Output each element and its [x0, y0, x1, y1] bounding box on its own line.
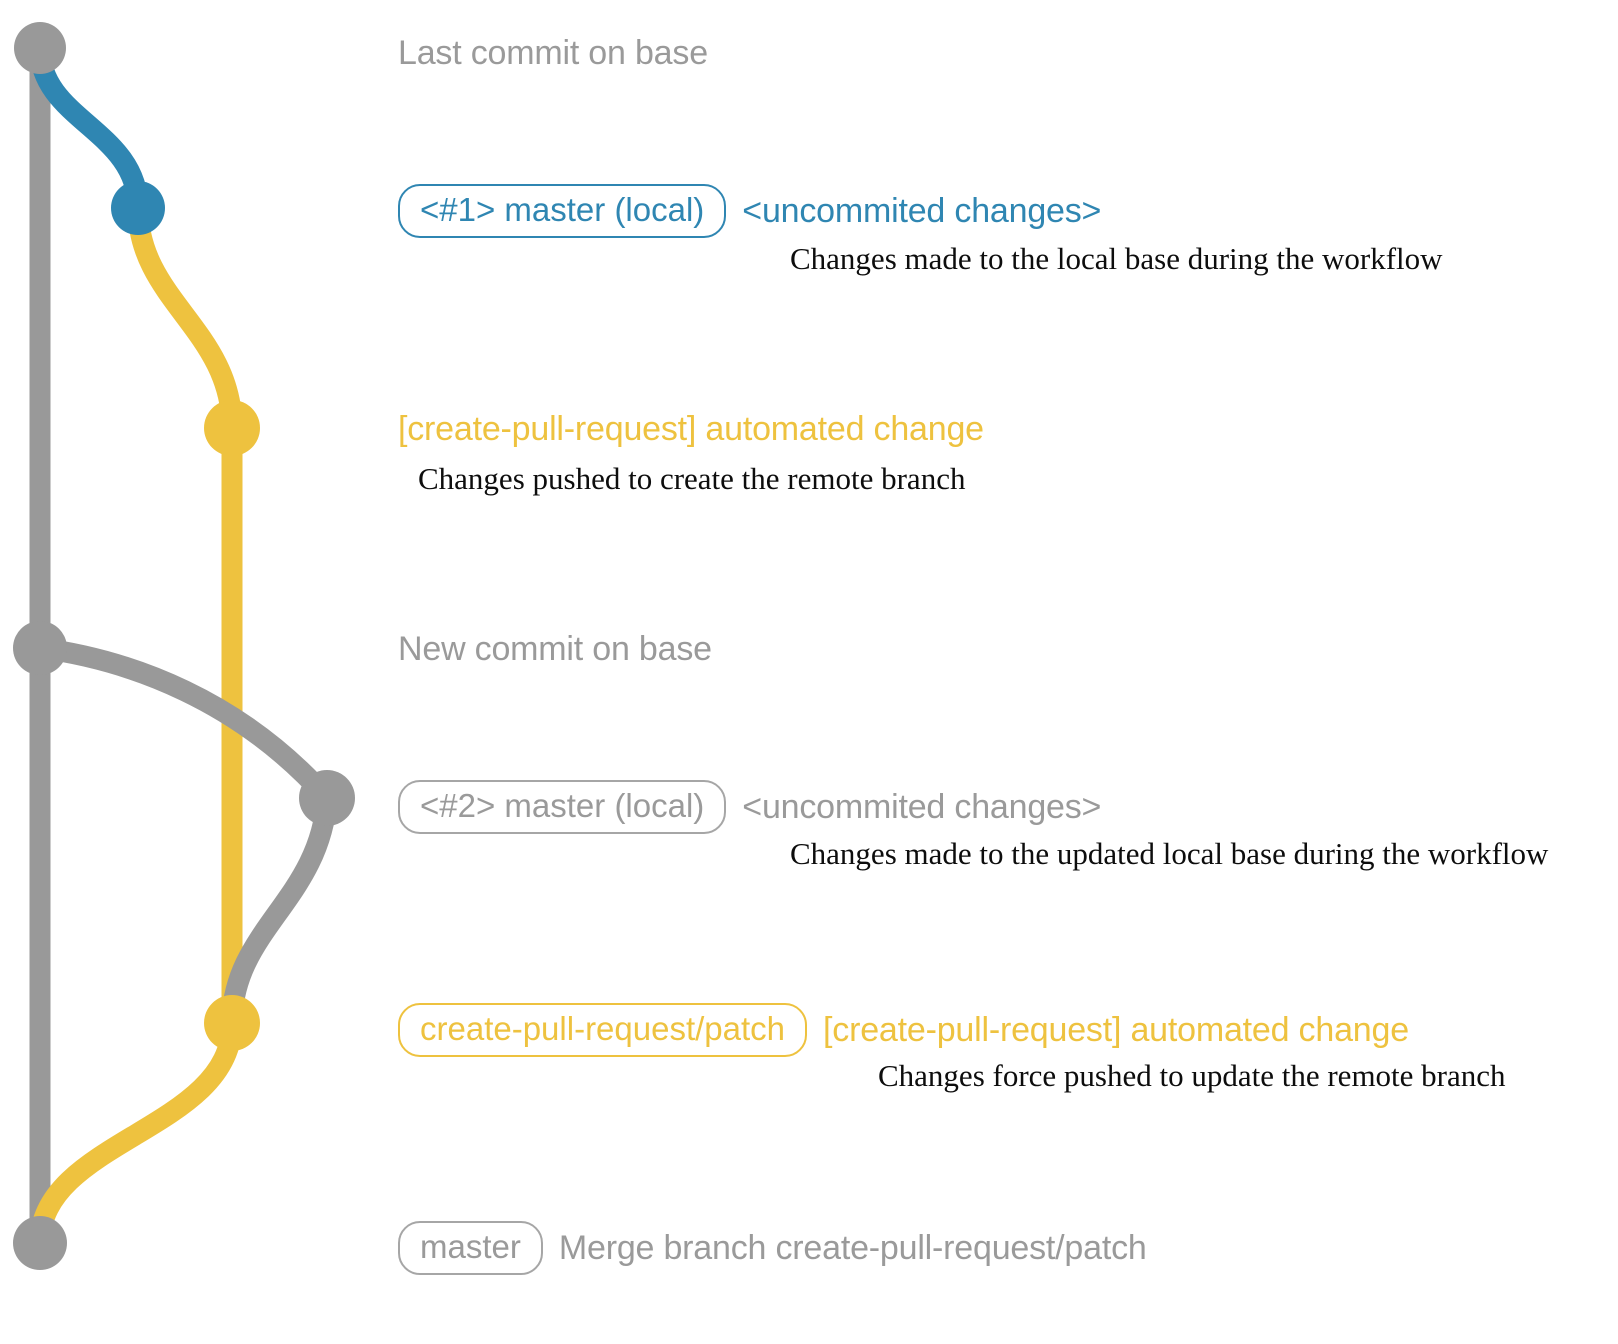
- caption-automated-change-1: Changes pushed to create the remote bran…: [418, 461, 966, 496]
- row-merge-branch: master Merge branch create-pull-request/…: [398, 1221, 1147, 1275]
- caption-local-uncommitted-2: Changes made to the updated local base d…: [790, 836, 1549, 871]
- commit-node-base-new[interactable]: [13, 621, 67, 675]
- commit-subject-automated-change-1: [create-pull-request] automated change: [398, 410, 984, 448]
- row-local-uncommitted-1: <#1> master (local) <uncommited changes>: [398, 184, 1101, 238]
- caption-local-uncommitted-1: Changes made to the local base during th…: [790, 241, 1443, 276]
- commit-node-local-1[interactable]: [111, 181, 165, 235]
- lane-patch2-to-master: [29, 1012, 243, 1254]
- ref-badge-master-local-2[interactable]: <#2> master (local): [398, 780, 727, 834]
- lane-local2-to-patch2: [221, 787, 338, 1034]
- commit-node-patch-1[interactable]: [204, 400, 260, 456]
- commit-subject-uncommitted-1: <uncommited changes>: [742, 192, 1102, 230]
- commit-node-master-tip[interactable]: [13, 1216, 67, 1270]
- row-automated-change-1: [create-pull-request] automated change: [398, 412, 984, 446]
- commit-node-local-2[interactable]: [299, 770, 355, 826]
- commit-subject-merge-branch: Merge branch create-pull-request/patch: [558, 1229, 1147, 1267]
- row-last-commit-on-base: Last commit on base: [398, 36, 708, 70]
- row-automated-change-2: create-pull-request/patch [create-pull-r…: [398, 1003, 1409, 1057]
- ref-badge-master-local-1[interactable]: <#1> master (local): [398, 184, 727, 238]
- commit-subject-automated-change-2: [create-pull-request] automated change: [823, 1011, 1409, 1049]
- commit-node-base-last[interactable]: [14, 22, 66, 74]
- commit-subject-uncommitted-2: <uncommited changes>: [742, 788, 1102, 826]
- commit-node-patch-2[interactable]: [204, 995, 260, 1051]
- ref-badge-create-pull-request-patch[interactable]: create-pull-request/patch: [398, 1003, 808, 1057]
- row-local-uncommitted-2: <#2> master (local) <uncommited changes>: [398, 780, 1101, 834]
- lane-base-to-local2: [29, 637, 338, 809]
- caption-automated-change-2: Changes force pushed to update the remot…: [878, 1058, 1506, 1093]
- ref-badge-master[interactable]: master: [398, 1221, 543, 1275]
- commit-subject-new-commit-on-base: New commit on base: [398, 630, 712, 668]
- commit-subject-last-commit-on-base: Last commit on base: [398, 34, 708, 72]
- row-new-commit-on-base: New commit on base: [398, 632, 712, 666]
